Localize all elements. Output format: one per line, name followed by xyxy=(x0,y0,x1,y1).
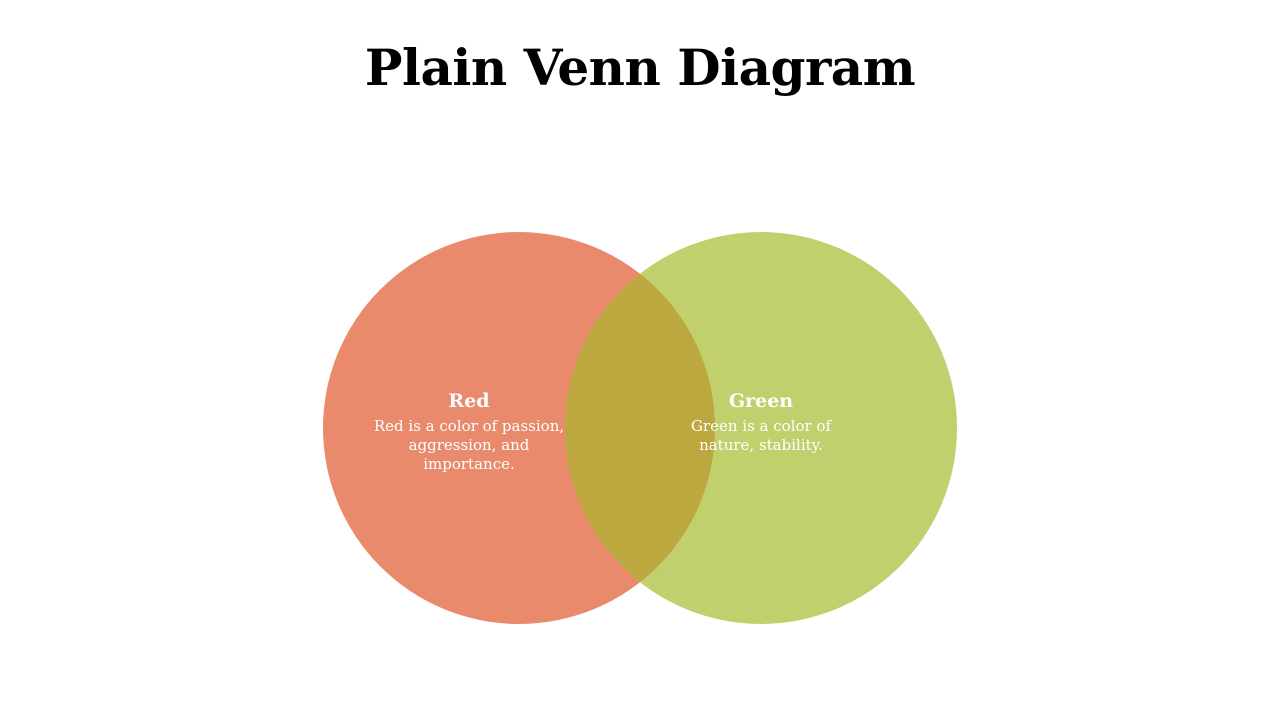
set-description-red: Red is a color of passion, aggression, a… xyxy=(360,417,578,474)
set-description-line: aggression, and xyxy=(408,436,530,454)
set-name-red: Red xyxy=(448,390,490,412)
set-name-green: Green xyxy=(728,390,794,412)
set-description-green: Green is a color of nature, stability. xyxy=(651,417,871,455)
venn-label-green: Green Green is a color of nature, stabil… xyxy=(651,389,871,455)
set-description-line: importance. xyxy=(423,455,515,473)
set-description-line: Green is a color of xyxy=(690,417,832,435)
set-description-line: nature, stability. xyxy=(699,436,823,454)
venn-label-red: Red Red is a color of passion, aggressio… xyxy=(360,389,578,474)
page-title: Plain Venn Diagram xyxy=(364,38,916,97)
set-description-line: Red is a color of passion, xyxy=(373,417,565,435)
venn-overlap-region xyxy=(565,232,715,624)
